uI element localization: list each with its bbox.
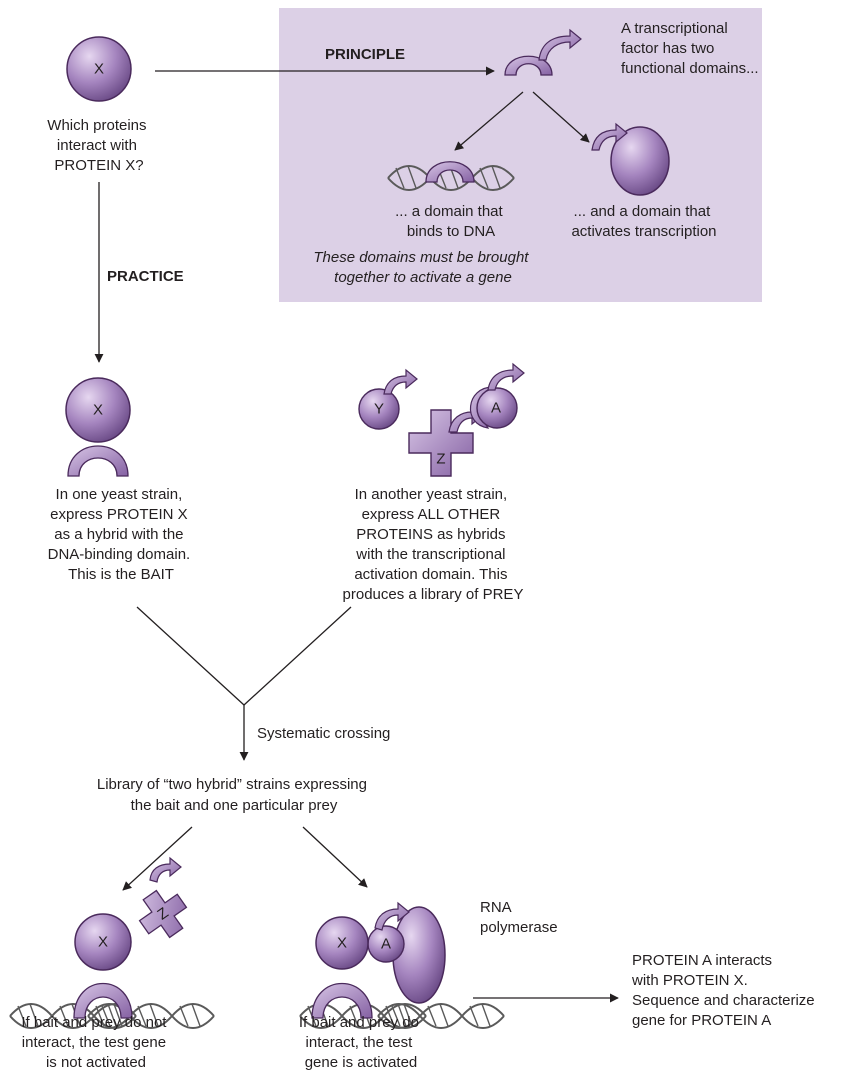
rna-polymerase-label: RNA polymerase	[480, 899, 558, 936]
to-no-interaction-arrow	[122, 826, 193, 891]
tf-description: A transcriptional factor has two functio…	[621, 20, 759, 77]
prey-a-icon: A	[470, 362, 525, 429]
principle-label: PRINCIPLE	[325, 46, 405, 63]
dna-domain-text: ... a domain that binds to DNA	[395, 203, 507, 240]
crossing-label: Systematic crossing	[257, 725, 390, 742]
prey-text: In another yeast strain, express ALL OTH…	[343, 486, 524, 603]
no-interaction-text: If bait and prey do not interact, the te…	[21, 1014, 170, 1071]
bait-letter: X	[93, 402, 103, 419]
merge-line-left	[136, 606, 245, 706]
to-activation-domain-arrow	[532, 91, 590, 143]
result-text: PROTEIN A interacts with PROTEIN X. Sequ…	[631, 952, 819, 1029]
to-interaction-arrow	[302, 826, 368, 888]
no-interaction-x-letter: X	[98, 934, 108, 951]
prey-y-icon: Y	[358, 368, 418, 430]
protein-x-ball: X	[66, 36, 132, 102]
prey-y-letter: Y	[374, 401, 384, 418]
dna-binding-domain-icon	[387, 161, 515, 191]
bait-text: In one yeast strain, express PROTEIN X a…	[48, 486, 195, 583]
protein-x-letter: X	[94, 61, 104, 78]
interaction-a-letter: A	[381, 936, 391, 953]
interaction-text: If bait and prey do interact, the test g…	[299, 1014, 423, 1071]
practice-label: PRACTICE	[107, 268, 184, 285]
library-text: Library of “two hybrid” strains expressi…	[97, 776, 371, 814]
bait-icon: X	[65, 377, 131, 477]
prey-a-letter: A	[491, 400, 501, 417]
merge-line-right	[243, 606, 352, 706]
prey-z-letter: Z	[436, 451, 445, 468]
no-interaction-icon: X Z	[9, 856, 215, 1029]
transcription-factor-icon	[504, 28, 582, 76]
activation-domain-icon	[591, 122, 670, 196]
question-text: Which proteins interact with PROTEIN X?	[47, 117, 150, 174]
to-dna-domain-arrow	[454, 91, 524, 151]
interaction-x-letter: X	[337, 935, 347, 952]
activation-domain-text: ... and a domain that activates transcri…	[571, 203, 716, 240]
domains-together-text: These domains must be brought together t…	[313, 249, 532, 286]
interaction-icon: A X	[299, 901, 505, 1029]
